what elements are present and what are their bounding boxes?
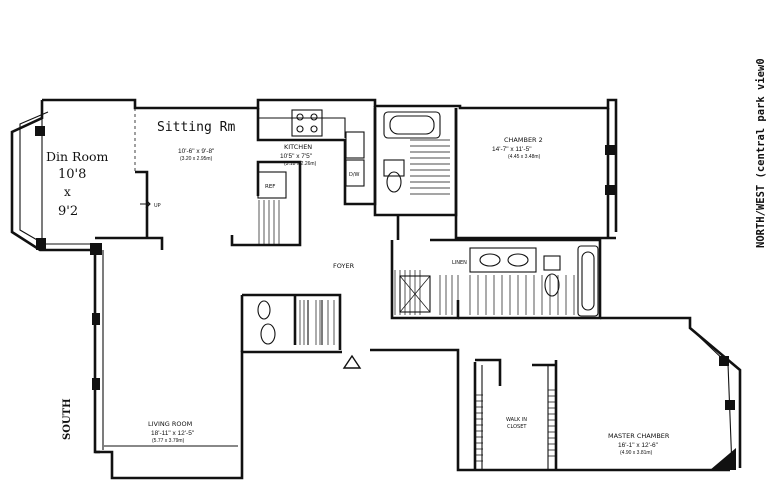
closet-label-1: WALK IN xyxy=(506,417,527,423)
chamber-2-label: CHAMBER 2 xyxy=(504,136,543,144)
kitchen-label: KITCHEN xyxy=(284,143,312,151)
entry-arrow xyxy=(342,354,362,369)
chamber-2-dims: 14'-7" x 11'-5" xyxy=(492,146,532,153)
dishwasher-label: D/W xyxy=(349,172,360,178)
sitting-room-dims: 10'-6" x 9'-8" xyxy=(178,148,215,155)
master-chamber-metric: (4.90 x 3.81m) xyxy=(620,450,653,456)
sitting-room-metric: (3.20 x 2.95m) xyxy=(180,156,213,162)
living-room-metric: (5.77 x 3.79m) xyxy=(152,438,185,444)
dining-room-dim-2: 9'2 xyxy=(58,204,78,219)
dining-room-dim-1: 10'8 xyxy=(58,167,86,182)
living-room-label: LIVING ROOM xyxy=(148,420,192,428)
northwest-orientation-label: NORTH/WEST (central park view0 xyxy=(755,58,767,248)
hall-bath-fixtures xyxy=(383,111,441,193)
room-labels: Sitting Rm 10'-6" x 9'-8" (3.20 x 2.95m)… xyxy=(46,120,670,456)
up-label: UP xyxy=(154,203,161,209)
foyer-label: FOYER xyxy=(333,262,355,270)
window-mullions xyxy=(35,126,735,410)
dining-room-label: Din Room xyxy=(46,149,109,164)
closet-label-2: CLOSET xyxy=(507,424,527,430)
master-chamber-label: MASTER CHAMBER xyxy=(608,432,670,440)
kitchen-metric: (3.18 x 2.26m) xyxy=(284,161,317,167)
fireplace-wedge xyxy=(710,448,736,470)
master-bath-fixtures xyxy=(399,245,599,317)
linen-label: LINEN xyxy=(452,260,467,266)
ref-label: REF xyxy=(265,184,275,190)
living-room-dims: 18'-11" x 12'-5" xyxy=(151,430,195,437)
interior-walls xyxy=(95,106,616,470)
chamber-2-metric: (4.45 x 3.48m) xyxy=(508,154,541,160)
closet-shelving xyxy=(258,139,575,462)
up-arrow-icon xyxy=(140,199,151,209)
south-orientation-label: SOUTH xyxy=(62,398,73,440)
dining-room-dim-x: x xyxy=(64,185,71,199)
kitchen-dims: 10'5" x 7'5" xyxy=(280,153,313,160)
master-chamber-dims: 16'-1" x 12'-6" xyxy=(618,442,659,449)
powder-room-fixtures xyxy=(257,300,276,345)
kitchen-fixtures xyxy=(257,109,365,199)
sitting-room-label: Sitting Rm xyxy=(157,120,235,135)
